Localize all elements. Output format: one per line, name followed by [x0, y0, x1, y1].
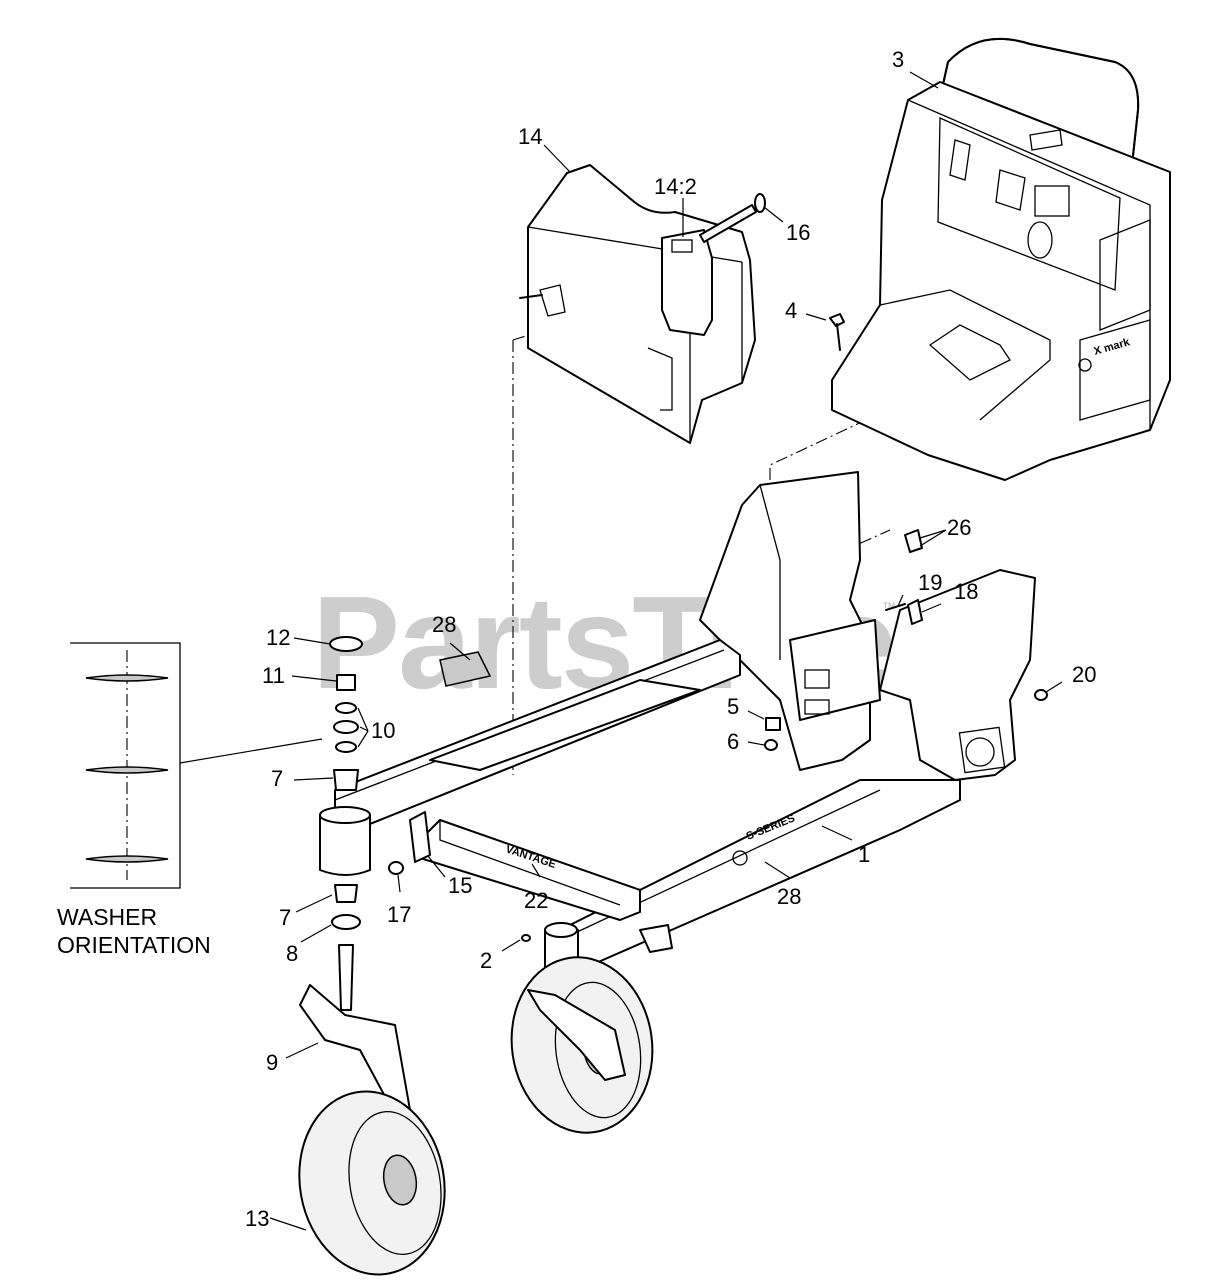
washer-orientation-inset: WASHER ORIENTATION — [57, 642, 323, 958]
inset-caption-line1: WASHER — [57, 904, 157, 930]
callout-28-frame: 28 — [777, 884, 801, 909]
decal-14-2 — [671, 239, 693, 253]
callout-7-upper: 7 — [271, 766, 283, 791]
caster-right — [510, 922, 654, 1134]
callout-17: 17 — [387, 902, 411, 927]
callout-9: 9 — [266, 1050, 278, 1075]
callout-10: 10 — [371, 718, 395, 743]
callout-11: 11 — [262, 663, 285, 688]
screw-part-2 — [521, 934, 531, 942]
callout-19: 19 — [918, 570, 942, 595]
shroud-part-14 — [519, 164, 756, 444]
callout-15: 15 — [448, 873, 472, 898]
washer-profile — [85, 674, 169, 863]
console-part-3: X mark — [831, 37, 1171, 481]
hardware — [388, 529, 1048, 942]
callout-28-decal: 28 — [432, 612, 456, 637]
clip-part-26 — [904, 529, 923, 553]
callout-14: 14 — [518, 124, 542, 149]
callout-18: 18 — [954, 579, 978, 604]
wheel-part-13 — [298, 1090, 446, 1276]
clip-part-18 — [907, 599, 923, 625]
frame-part-1: VANTAGE S-SERIES — [334, 471, 1036, 971]
bearing-part-7b — [334, 884, 358, 903]
washer-part-8 — [331, 914, 361, 930]
callout-1: 1 — [858, 842, 870, 867]
watermark-trademark: ™ — [882, 599, 896, 615]
nut-part-6 — [764, 739, 778, 751]
callout-22: 22 — [524, 888, 548, 913]
seal-part-12 — [329, 636, 363, 652]
bearing-part-7a — [333, 769, 359, 791]
callout-14-2: 14:2 — [654, 174, 697, 199]
leader-lines — [269, 71, 1063, 1231]
callout-16: 16 — [786, 220, 810, 245]
bolt-part-4 — [829, 313, 845, 351]
inset-caption-line2: ORIENTATION — [57, 932, 211, 958]
callout-8: 8 — [286, 941, 298, 966]
callout-13: 13 — [245, 1206, 269, 1231]
nut-part-20 — [1034, 689, 1048, 701]
callout-26: 26 — [947, 515, 971, 540]
nut-part-11 — [336, 674, 356, 691]
decal-part-28 — [439, 651, 492, 687]
spindle — [338, 944, 354, 1011]
caster-left — [298, 636, 446, 1276]
callouts: 1 2 3 4 5 6 7 7 8 9 10 11 12 13 14 14:2 … — [245, 47, 1096, 1231]
bolt-part-16 — [699, 193, 766, 243]
nut-part-17 — [388, 861, 404, 875]
callout-7-lower: 7 — [279, 905, 291, 930]
callout-3: 3 — [892, 47, 904, 72]
pin-part-19 — [885, 603, 906, 611]
callout-2: 2 — [480, 948, 492, 973]
callout-12: 12 — [266, 625, 290, 650]
callout-20: 20 — [1072, 662, 1096, 687]
callout-4: 4 — [785, 298, 797, 323]
callout-5: 5 — [727, 694, 739, 719]
inset-leader — [179, 738, 323, 764]
callout-6: 6 — [727, 729, 739, 754]
spacer-part-5 — [765, 717, 781, 731]
